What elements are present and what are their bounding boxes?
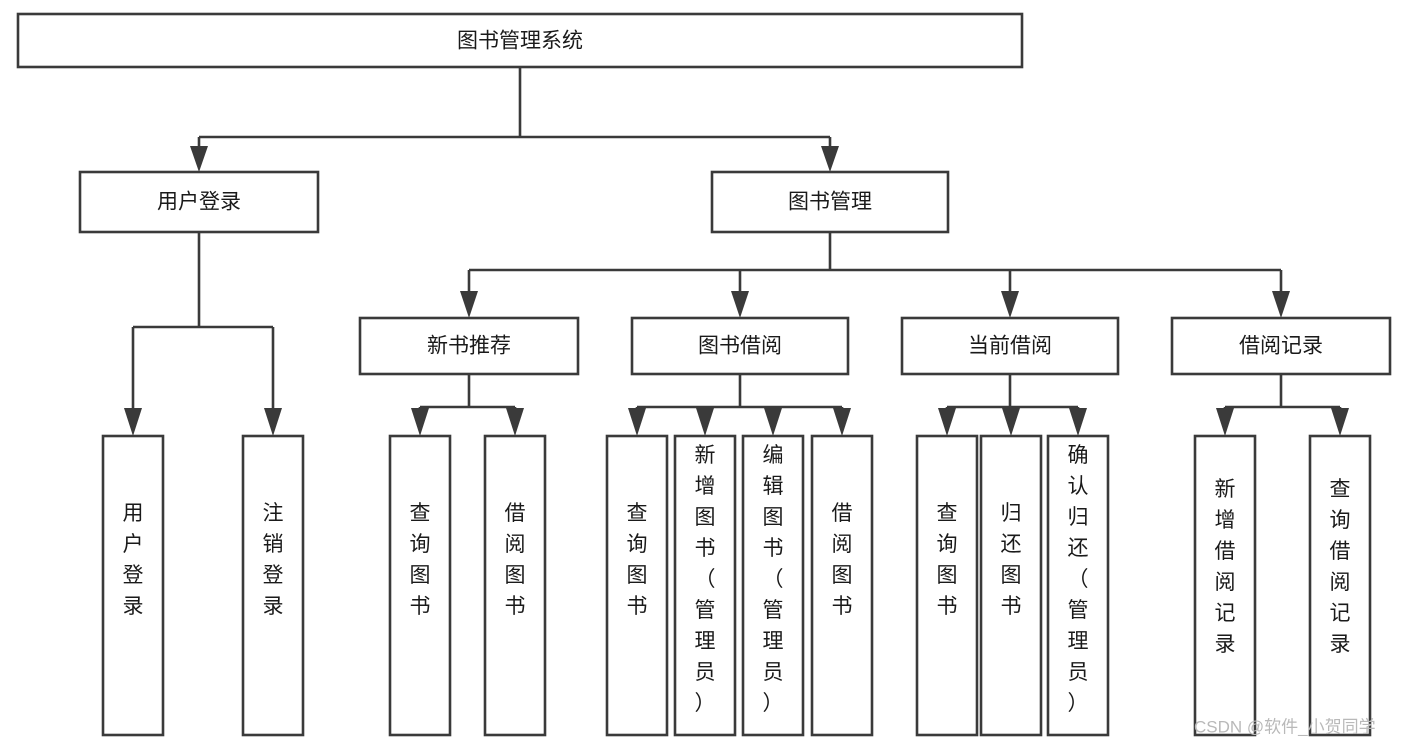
arrow-head-current-borrow (1001, 291, 1019, 318)
node-leaf-user-logout[interactable]: 注销登录 (241, 434, 305, 737)
node-new-book-recommend-box[interactable] (358, 316, 580, 376)
node-leaf-borrow-book-1-label: 借阅图书 (505, 502, 526, 618)
arrow-head-leaf-user-logout (264, 408, 282, 436)
node-leaf-add-book-box[interactable] (673, 434, 737, 737)
arrow-head-leaf-edit-book (764, 408, 782, 436)
node-user-login-box[interactable] (78, 170, 320, 234)
node-leaf-user-login[interactable]: 用户登录 (101, 434, 165, 737)
arrow-head-leaf-query-record (1331, 408, 1349, 436)
arrow-head-new-book-recommend (460, 291, 478, 318)
node-leaf-query-book-1[interactable]: 查询图书 (388, 434, 452, 737)
node-leaf-borrow-book-1[interactable]: 借阅图书 (483, 434, 547, 737)
node-book-borrow[interactable]: 图书借阅 (630, 316, 850, 376)
arrow-head-leaf-add-record (1216, 408, 1234, 436)
node-leaf-add-record-label: 新增借阅记录 (1215, 478, 1236, 656)
node-leaf-user-logout-label: 注销登录 (263, 502, 284, 618)
arrow-head-user-login (190, 146, 208, 172)
arrow-head-borrow-record (1272, 291, 1290, 318)
node-current-borrow-box[interactable] (900, 316, 1120, 376)
node-leaf-user-logout-box[interactable] (241, 434, 305, 737)
arrow-head-leaf-add-book (696, 408, 714, 436)
node-root-box[interactable] (16, 12, 1024, 69)
node-leaf-add-book[interactable]: 新增图书（管理员） (673, 434, 737, 737)
node-book-management-box[interactable] (710, 170, 950, 234)
node-leaf-confirm-return-box[interactable] (1046, 434, 1110, 737)
arrow-head-leaf-borrow-book-1 (506, 408, 524, 436)
node-new-book-recommend[interactable]: 新书推荐 (358, 316, 580, 376)
arrow-head-book-management (821, 146, 839, 172)
node-leaf-query-book-2-label: 查询图书 (627, 502, 648, 618)
node-leaf-query-book-1-box[interactable] (388, 434, 452, 737)
node-current-borrow-label: 当前借阅 (968, 335, 1052, 358)
node-leaf-borrow-book-2[interactable]: 借阅图书 (810, 434, 874, 737)
node-user-login-label: 用户登录 (157, 191, 241, 214)
arrow-head-leaf-user-login (124, 408, 142, 436)
node-root[interactable]: 图书管理系统 (16, 12, 1024, 69)
node-leaf-query-book-3-box[interactable] (915, 434, 979, 737)
node-leaf-confirm-return-label: 确认归还（管理员） (1068, 444, 1089, 715)
node-book-management-label: 图书管理 (788, 191, 872, 214)
node-leaf-borrow-book-2-label: 借阅图书 (832, 502, 853, 618)
node-leaf-query-book-1-label: 查询图书 (410, 502, 431, 618)
node-leaf-query-book-3-label: 查询图书 (937, 502, 958, 618)
node-leaf-confirm-return[interactable]: 确认归还（管理员） (1046, 434, 1110, 737)
node-leaf-query-record[interactable]: 查询借阅记录 (1308, 434, 1372, 737)
node-leaf-user-login-box[interactable] (101, 434, 165, 737)
node-borrow-record-box[interactable] (1170, 316, 1392, 376)
node-leaf-query-record-box[interactable] (1308, 434, 1372, 737)
node-leaf-user-login-label: 用户登录 (123, 502, 144, 618)
node-leaf-edit-book[interactable]: 编辑图书（管理员） (741, 434, 805, 737)
arrow-head-leaf-query-book-1 (411, 408, 429, 436)
watermark-label: CSDN @软件_小贺同学 (1194, 717, 1376, 736)
node-book-borrow-box[interactable] (630, 316, 850, 376)
connector-layer (124, 67, 1349, 436)
node-leaf-borrow-book-2-box[interactable] (810, 434, 874, 737)
node-leaf-query-book-3[interactable]: 查询图书 (915, 434, 979, 737)
node-book-borrow-label: 图书借阅 (698, 335, 782, 358)
arrow-head-leaf-query-book-2 (628, 408, 646, 436)
node-user-login[interactable]: 用户登录 (78, 170, 320, 234)
node-leaf-add-book-label: 新增图书（管理员） (695, 444, 716, 715)
node-leaf-query-record-label: 查询借阅记录 (1330, 478, 1351, 656)
node-leaf-borrow-book-1-box[interactable] (483, 434, 547, 737)
node-borrow-record[interactable]: 借阅记录 (1170, 316, 1392, 376)
node-leaf-edit-book-label: 编辑图书（管理员） (763, 444, 784, 715)
node-root-label: 图书管理系统 (457, 30, 583, 53)
node-current-borrow[interactable]: 当前借阅 (900, 316, 1120, 376)
node-new-book-recommend-label: 新书推荐 (427, 335, 511, 358)
node-borrow-record-label: 借阅记录 (1239, 335, 1323, 358)
arrow-head-leaf-confirm-return (1069, 408, 1087, 436)
node-leaf-add-record-box[interactable] (1193, 434, 1257, 737)
node-leaf-return-book[interactable]: 归还图书 (979, 434, 1043, 737)
arrow-head-leaf-return-book (1002, 408, 1020, 436)
node-book-management[interactable]: 图书管理 (710, 170, 950, 234)
node-leaf-return-book-box[interactable] (979, 434, 1043, 737)
node-leaf-return-book-label: 归还图书 (1001, 502, 1022, 618)
arrow-head-leaf-query-book-3 (938, 408, 956, 436)
node-leaf-edit-book-box[interactable] (741, 434, 805, 737)
node-leaf-query-book-2-box[interactable] (605, 434, 669, 737)
node-leaf-add-record[interactable]: 新增借阅记录 (1193, 434, 1257, 737)
arrow-head-book-borrow (731, 291, 749, 318)
node-leaf-query-book-2[interactable]: 查询图书 (605, 434, 669, 737)
arrow-head-leaf-borrow-book-2 (833, 408, 851, 436)
